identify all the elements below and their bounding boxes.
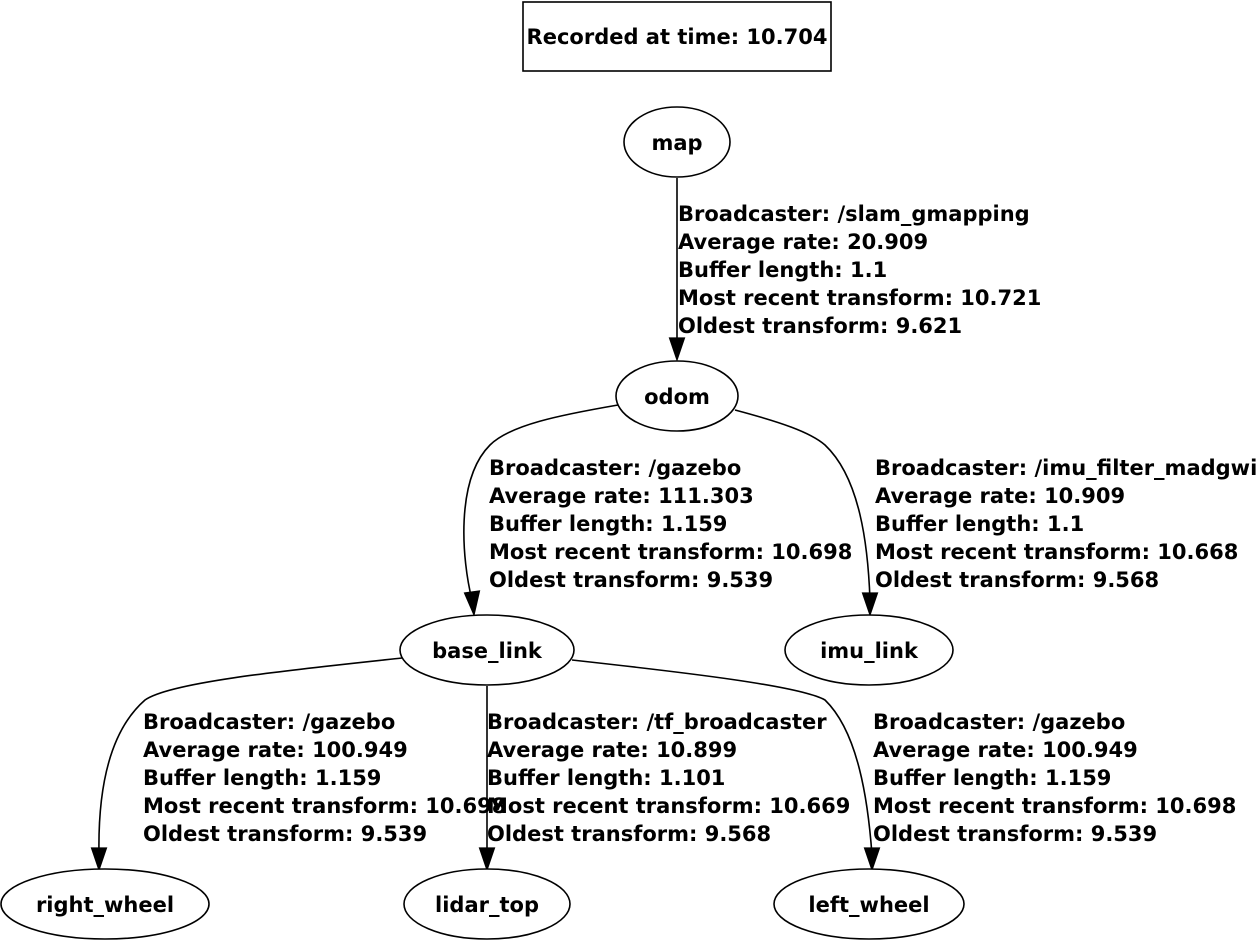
node-map-label: map	[651, 131, 702, 155]
edge-base-link-right-wheel-label: Broadcaster: /gazebo Average rate: 100.9…	[143, 710, 506, 846]
node-odom: odom	[615, 360, 739, 432]
title-frame	[522, 1, 832, 72]
node-imu-link-ellipse	[784, 614, 954, 686]
oldest-transform-label: Oldest transform: 9.568	[487, 822, 771, 846]
node-left-wheel-ellipse	[773, 868, 965, 940]
buffer-length-label: Buffer length: 1.159	[143, 766, 381, 790]
most-recent-transform-label: Most recent transform: 10.698	[873, 794, 1236, 818]
oldest-transform-label: Oldest transform: 9.539	[143, 822, 427, 846]
node-right-wheel: right_wheel	[0, 868, 210, 940]
node-map: map	[623, 106, 731, 178]
most-recent-transform-label: Most recent transform: 10.721	[678, 286, 1041, 310]
broadcaster-label: Broadcaster: /gazebo	[143, 710, 395, 734]
most-recent-transform-label: Most recent transform: 10.668	[875, 540, 1238, 564]
oldest-transform-label: Oldest transform: 9.568	[875, 568, 1159, 592]
edge-map-odom: Broadcaster: /slam_gmapping Average rate…	[668, 178, 1041, 362]
edge-base-link-lidar-top-label: Broadcaster: /tf_broadcaster Average rat…	[487, 710, 850, 846]
buffer-length-label: Buffer length: 1.101	[487, 766, 725, 790]
oldest-transform-label: Oldest transform: 9.539	[489, 568, 773, 592]
edge-base-link-right-wheel-line	[98, 657, 403, 856]
node-lidar-top-ellipse	[403, 868, 571, 940]
node-odom-ellipse	[615, 360, 739, 432]
broadcaster-label: Broadcaster: /gazebo	[873, 710, 1125, 734]
edge-odom-imu-link-arrowhead	[861, 592, 879, 617]
node-left-wheel-label: left_wheel	[808, 893, 929, 917]
node-map-ellipse	[623, 106, 731, 178]
node-base-link-label: base_link	[432, 639, 543, 663]
node-right-wheel-label: right_wheel	[36, 893, 174, 917]
node-odom-label: odom	[644, 385, 710, 409]
edge-map-odom-label: Broadcaster: /slam_gmapping Average rate…	[678, 202, 1041, 338]
average-rate-label: Average rate: 10.899	[487, 738, 737, 762]
node-lidar-top-label: lidar_top	[435, 893, 539, 917]
edge-odom-base-link: Broadcaster: /gazebo Average rate: 111.3…	[463, 404, 852, 617]
average-rate-label: Average rate: 10.909	[875, 484, 1125, 508]
edge-base-link-left-wheel-label: Broadcaster: /gazebo Average rate: 100.9…	[873, 710, 1236, 846]
buffer-length-label: Buffer length: 1.1	[875, 512, 1084, 536]
edge-odom-base-link-label: Broadcaster: /gazebo Average rate: 111.3…	[489, 456, 852, 592]
broadcaster-label: Broadcaster: /slam_gmapping	[678, 202, 1030, 226]
broadcaster-label: Broadcaster: /imu_filter_madgwick	[875, 456, 1258, 480]
edge-base-link-left-wheel-line	[571, 659, 873, 856]
node-left-wheel: left_wheel	[773, 868, 965, 940]
node-lidar-top: lidar_top	[403, 868, 571, 940]
average-rate-label: Average rate: 20.909	[678, 230, 928, 254]
average-rate-label: Average rate: 100.949	[873, 738, 1138, 762]
most-recent-transform-label: Most recent transform: 10.669	[487, 794, 850, 818]
buffer-length-label: Buffer length: 1.159	[489, 512, 727, 536]
edge-base-link-lidar-top-arrowhead	[478, 847, 496, 872]
title-box: Recorded at time: 10.704	[522, 1, 832, 72]
edge-base-link-right-wheel-arrowhead	[90, 847, 108, 872]
oldest-transform-label: Oldest transform: 9.621	[678, 314, 962, 338]
edge-odom-imu-link-label: Broadcaster: /imu_filter_madgwick Averag…	[875, 456, 1258, 592]
node-base-link-ellipse	[399, 614, 575, 686]
edge-odom-base-link-line	[463, 404, 619, 601]
edge-odom-base-link-arrowhead	[463, 590, 481, 617]
node-imu-link: imu_link	[784, 614, 954, 686]
edge-odom-imu-link: Broadcaster: /imu_filter_madgwick Averag…	[734, 409, 1258, 617]
most-recent-transform-label: Most recent transform: 10.698	[489, 540, 852, 564]
broadcaster-label: Broadcaster: /gazebo	[489, 456, 741, 480]
edge-base-link-right-wheel: Broadcaster: /gazebo Average rate: 100.9…	[90, 657, 506, 872]
edge-base-link-left-wheel-arrowhead	[863, 847, 881, 872]
buffer-length-label: Buffer length: 1.1	[678, 258, 887, 282]
edge-base-link-lidar-top: Broadcaster: /tf_broadcaster Average rat…	[478, 686, 850, 872]
node-imu-link-label: imu_link	[820, 639, 919, 663]
average-rate-label: Average rate: 111.303	[489, 484, 754, 508]
edge-base-link-left-wheel: Broadcaster: /gazebo Average rate: 100.9…	[571, 659, 1236, 872]
most-recent-transform-label: Most recent transform: 10.698	[143, 794, 506, 818]
average-rate-label: Average rate: 100.949	[143, 738, 408, 762]
title-text: Recorded at time: 10.704	[527, 25, 828, 49]
edge-map-odom-arrowhead	[668, 337, 686, 362]
node-right-wheel-ellipse	[0, 868, 210, 940]
broadcaster-label: Broadcaster: /tf_broadcaster	[487, 710, 827, 734]
buffer-length-label: Buffer length: 1.159	[873, 766, 1111, 790]
edge-odom-imu-link-line	[734, 409, 871, 601]
oldest-transform-label: Oldest transform: 9.539	[873, 822, 1157, 846]
node-base-link: base_link	[399, 614, 575, 686]
